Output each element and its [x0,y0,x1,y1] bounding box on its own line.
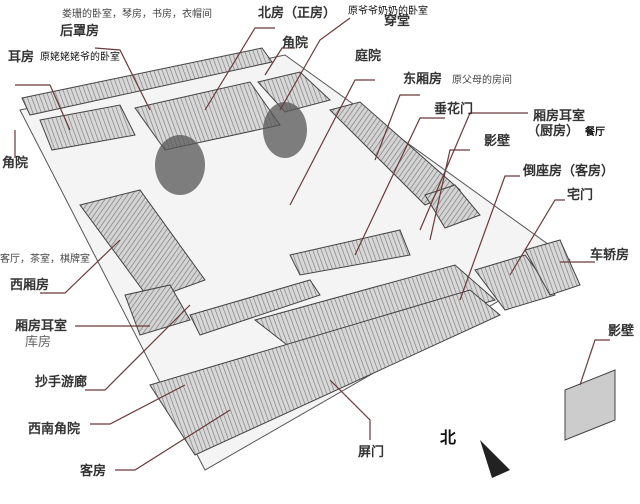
dongxiang-note: 原父母的房间 [452,75,512,86]
west-ershi-roof [124,284,191,336]
label-xiangfang-ershi-west: 厢房耳室 [15,319,68,334]
label-north: 北 [440,428,457,447]
label-zhaimen: 宅门 [567,188,594,203]
label-tingyuan: 庭院 [355,49,382,64]
label-yingbi-outer: 影壁 [608,324,635,339]
label-xiangfang-ershi-east: 厢房耳室 [533,109,586,124]
label-daozuo: 倒座房（客房） [523,164,615,179]
east-erfang-roof [257,71,332,113]
kefang-roof [149,289,501,456]
label-xixiang: 西厢房 [10,278,50,293]
label-jiaoyuan-left: 角院 [2,156,29,171]
label-kufang: 库房 [25,335,52,350]
corridor-roof [189,279,321,336]
label-chuantang: 穿堂 [384,14,411,29]
leader-lines [14,17,610,471]
label-dongxiang: 东厢房 [403,72,443,87]
label-chuihuamen: 垂花门 [434,102,474,117]
kitchen-roof [424,184,481,229]
label-erfang: 耳房 [8,50,35,65]
xixiang-roof [79,189,206,301]
label-beifang: 北房（正房） [258,6,337,21]
label-canting: 餐厅 [585,127,605,138]
label-xinan: 西南角院 [28,422,81,437]
label-chufang: （厨房） [527,124,580,139]
xixiang-note: 客厅，茶室，棋牌室 [0,254,90,265]
houzhao-note: 娄珊的卧室，琴房，书房，衣帽间 [62,9,212,20]
label-kefang: 客房 [80,464,107,479]
daozuo-roof [253,264,497,356]
tree [263,102,307,158]
houzhao-roof [21,47,273,116]
erfang-note: 原姥姥姥爷的卧室 [40,52,120,63]
outer-yingbi [564,369,616,441]
beifang-note: 原爷爷奶奶的卧室 [348,6,428,17]
tree [155,135,205,195]
label-yingbi-inner: 影壁 [484,134,511,149]
label-chejiao: 车轿房 [590,248,630,263]
label-jiaoyuan-top: 角院 [282,36,309,51]
label-chaoshou: 抄手游廊 [35,375,88,390]
north-arrow-icon [480,440,510,478]
label-pingmen: 屏门 [358,445,385,460]
label-houzhao: 后罩房 [60,24,100,39]
chejiao-roof [524,239,581,296]
